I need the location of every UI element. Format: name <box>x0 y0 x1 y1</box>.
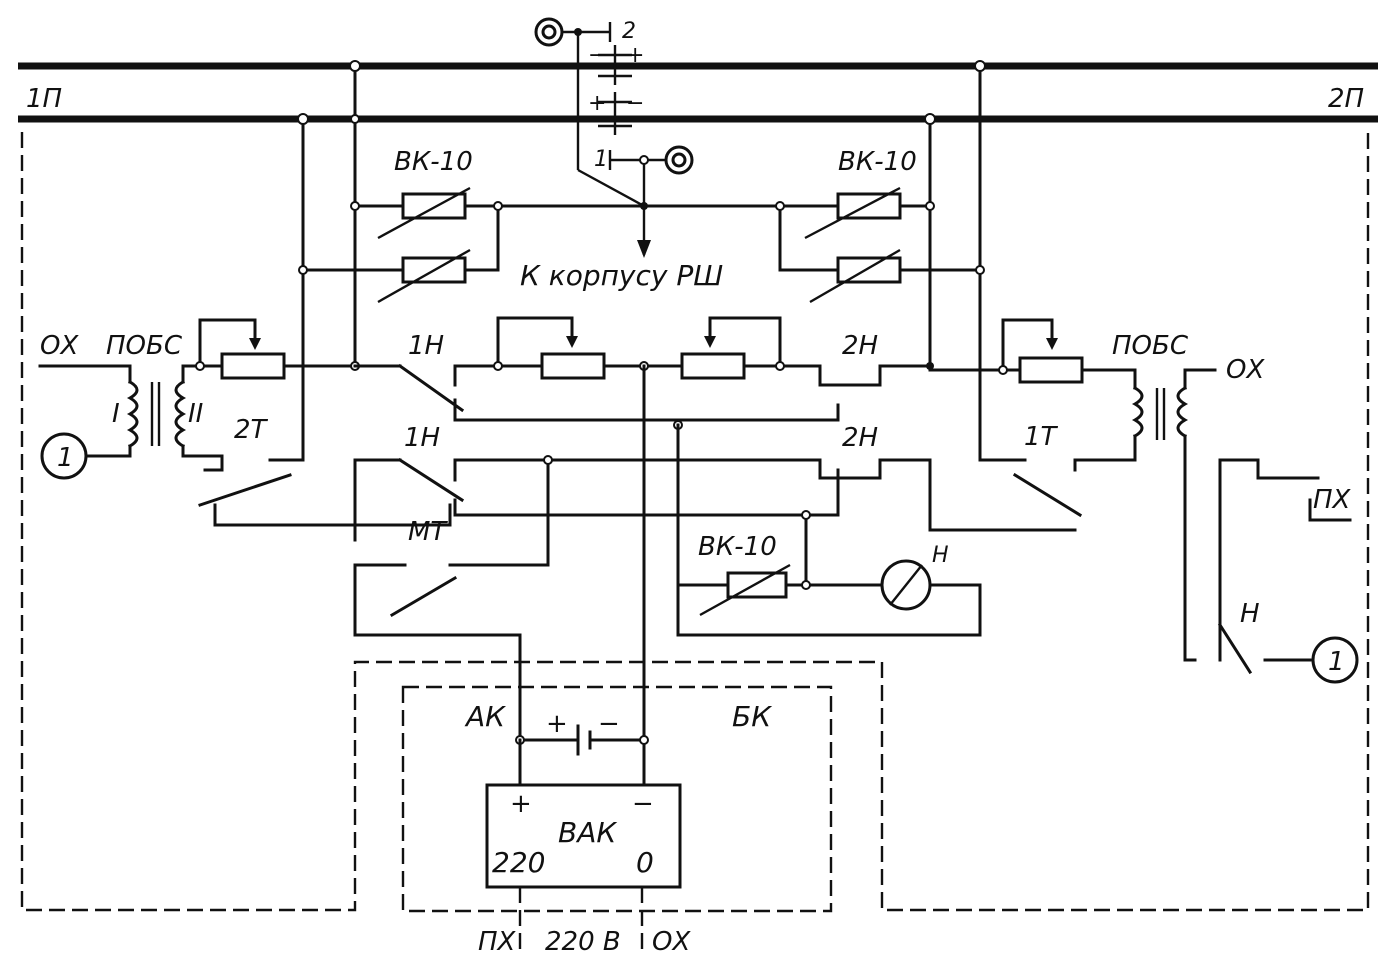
arrester-top-minus: − <box>588 43 606 68</box>
battery-plus-label: + <box>546 709 568 739</box>
right-transformer-section <box>928 318 1217 662</box>
lamp-section <box>676 510 982 637</box>
left-transformer-section <box>38 318 360 480</box>
chassis-note-label: К корпусу РШ <box>520 259 723 292</box>
relay-2T-contact <box>198 473 292 507</box>
winding-II-label: II <box>188 399 203 429</box>
bk10-bottom-label: ВК-10 <box>698 532 777 562</box>
ground-terminal-1-inner <box>671 152 687 168</box>
bk10-top-left-label: ВК-10 <box>394 147 473 177</box>
winding-I-coil <box>126 379 139 449</box>
contact-2H-mid-label: 2Н <box>842 423 878 453</box>
contact-1H-mid-label: 1Н <box>404 423 440 453</box>
relay-1T-contact <box>1012 472 1083 518</box>
pobs-left-resistor <box>220 352 286 380</box>
labels: 1П 2П 2 1 − + + − ВК-10 ВК-10 К корпусу … <box>26 19 1364 957</box>
contact-1H-upper <box>397 363 465 413</box>
middle-upper-chain <box>353 316 934 422</box>
bus-left-label: 1П <box>26 84 62 114</box>
relay-2T-label: 2Т <box>234 415 269 445</box>
feed-px-label: ПХ <box>478 927 517 957</box>
lamp-H-label: Н <box>932 543 949 568</box>
bk10-left-upper-resistor <box>401 192 467 220</box>
battery-minus-label: − <box>598 709 620 739</box>
feed-220-label: 220 В <box>545 927 621 957</box>
vak-minus-label: − <box>632 789 654 819</box>
winding-I-label: I <box>112 399 120 429</box>
contact-MT-label: МТ <box>408 517 448 547</box>
housing-outlines <box>20 132 1370 913</box>
right-winding-a-coil <box>1131 385 1144 439</box>
bus-right-label: 2П <box>1328 84 1364 114</box>
px-right-label: ПХ <box>1313 485 1352 515</box>
vak-plus-label: + <box>510 789 532 819</box>
contact-H <box>1217 622 1253 675</box>
source-left-circle <box>40 432 88 480</box>
bus-feeders <box>297 60 986 462</box>
vak-name-label: ВАК <box>558 816 617 849</box>
housing-outline <box>20 132 1370 912</box>
source-right-label: 1 <box>1328 647 1345 677</box>
contact-2H-top-label: 2Н <box>842 331 878 361</box>
vak-220-label: 220 <box>492 846 545 879</box>
bk10-bottom-resistor <box>726 571 788 599</box>
battery-cabinet-outline <box>401 685 833 913</box>
bk10-top-right-label: ВК-10 <box>838 147 917 177</box>
chassis-arrow-icon <box>637 240 651 258</box>
ox-right-label: ОХ <box>1226 355 1265 385</box>
bk10-left-group <box>298 186 782 304</box>
source-right-circle <box>1311 636 1359 684</box>
ground-node-2-label: 2 <box>622 19 636 44</box>
middle-right-resistor <box>680 352 746 380</box>
contact-MT <box>389 575 458 618</box>
source-left-label: 1 <box>57 443 74 473</box>
ground-terminal-2-inner <box>541 24 557 40</box>
arrester-top-plus: + <box>626 43 644 68</box>
box-AK-label: АК <box>464 700 506 733</box>
box-BK-label: БК <box>732 700 772 733</box>
vak-0-label: 0 <box>636 846 654 879</box>
pobs-right-resistor <box>1018 356 1084 384</box>
contact-1H-top-label: 1Н <box>408 331 444 361</box>
battery-vak-section <box>485 364 682 955</box>
feed-ox-label: ОХ <box>652 927 691 957</box>
relay-2T-group <box>198 458 452 527</box>
relay-1T-label: 1Т <box>1024 422 1059 452</box>
bk10-right-group <box>775 186 985 304</box>
contact-H-label: Н <box>1240 599 1260 629</box>
right-px-section <box>1217 458 1359 684</box>
pobs-left-label: ПОБС <box>106 331 183 361</box>
right-winding-b-coil <box>1176 385 1189 439</box>
pobs-right-label: ПОБС <box>1112 331 1189 361</box>
ox-left-label: ОХ <box>40 331 79 361</box>
arrester-bot-minus: − <box>626 91 644 116</box>
middle-lower-chain <box>353 420 1077 742</box>
middle-left-resistor <box>540 352 606 380</box>
bus-lines <box>18 62 1378 123</box>
ground-arrester-section <box>534 17 694 258</box>
arrester-bot-plus: + <box>588 91 606 116</box>
ground-node-1-label: 1 <box>594 147 608 172</box>
winding-II-coil <box>174 379 187 449</box>
bk10-right-lower-resistor <box>836 256 902 284</box>
vak-rectifier-box <box>485 783 682 889</box>
contact-1H-lower <box>397 457 465 503</box>
